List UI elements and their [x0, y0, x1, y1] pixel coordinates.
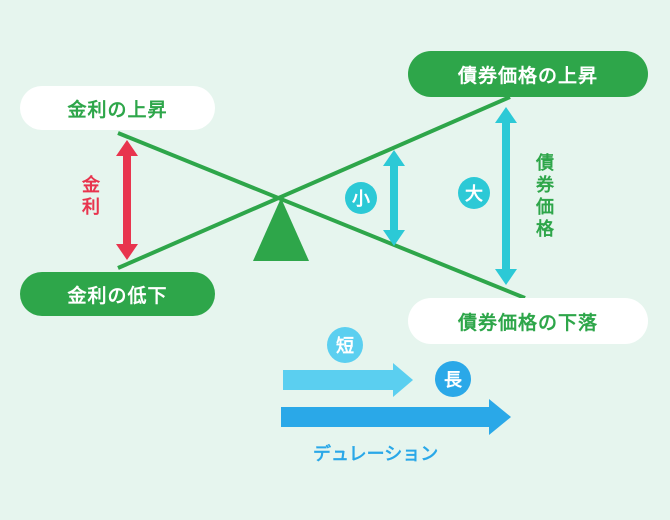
short-duration-arrow	[283, 363, 413, 397]
duration-label: デュレーション	[313, 444, 439, 465]
long-duration-arrow	[281, 399, 511, 435]
bond-up-label: 債券価格の上昇	[408, 51, 648, 97]
long-badge: 長	[435, 361, 471, 397]
rate-axis-label: 金利	[79, 175, 100, 219]
rate-down-label: 金利の低下	[20, 272, 215, 316]
large-change-double-arrow	[495, 107, 517, 285]
fulcrum-triangle	[253, 198, 309, 261]
rate-double-arrow	[116, 140, 138, 260]
rate-up-bond-down-line	[117, 131, 526, 300]
small-change-double-arrow	[383, 150, 405, 246]
short-badge: 短	[327, 327, 363, 363]
bond-down-label: 債券価格の下落	[408, 298, 648, 344]
small-badge: 小	[345, 182, 377, 214]
bond-axis-label: 債券価格	[533, 153, 554, 241]
large-badge: 大	[458, 177, 490, 209]
rate-up-label: 金利の上昇	[20, 86, 215, 130]
rate-down-bond-up-line	[117, 95, 511, 270]
